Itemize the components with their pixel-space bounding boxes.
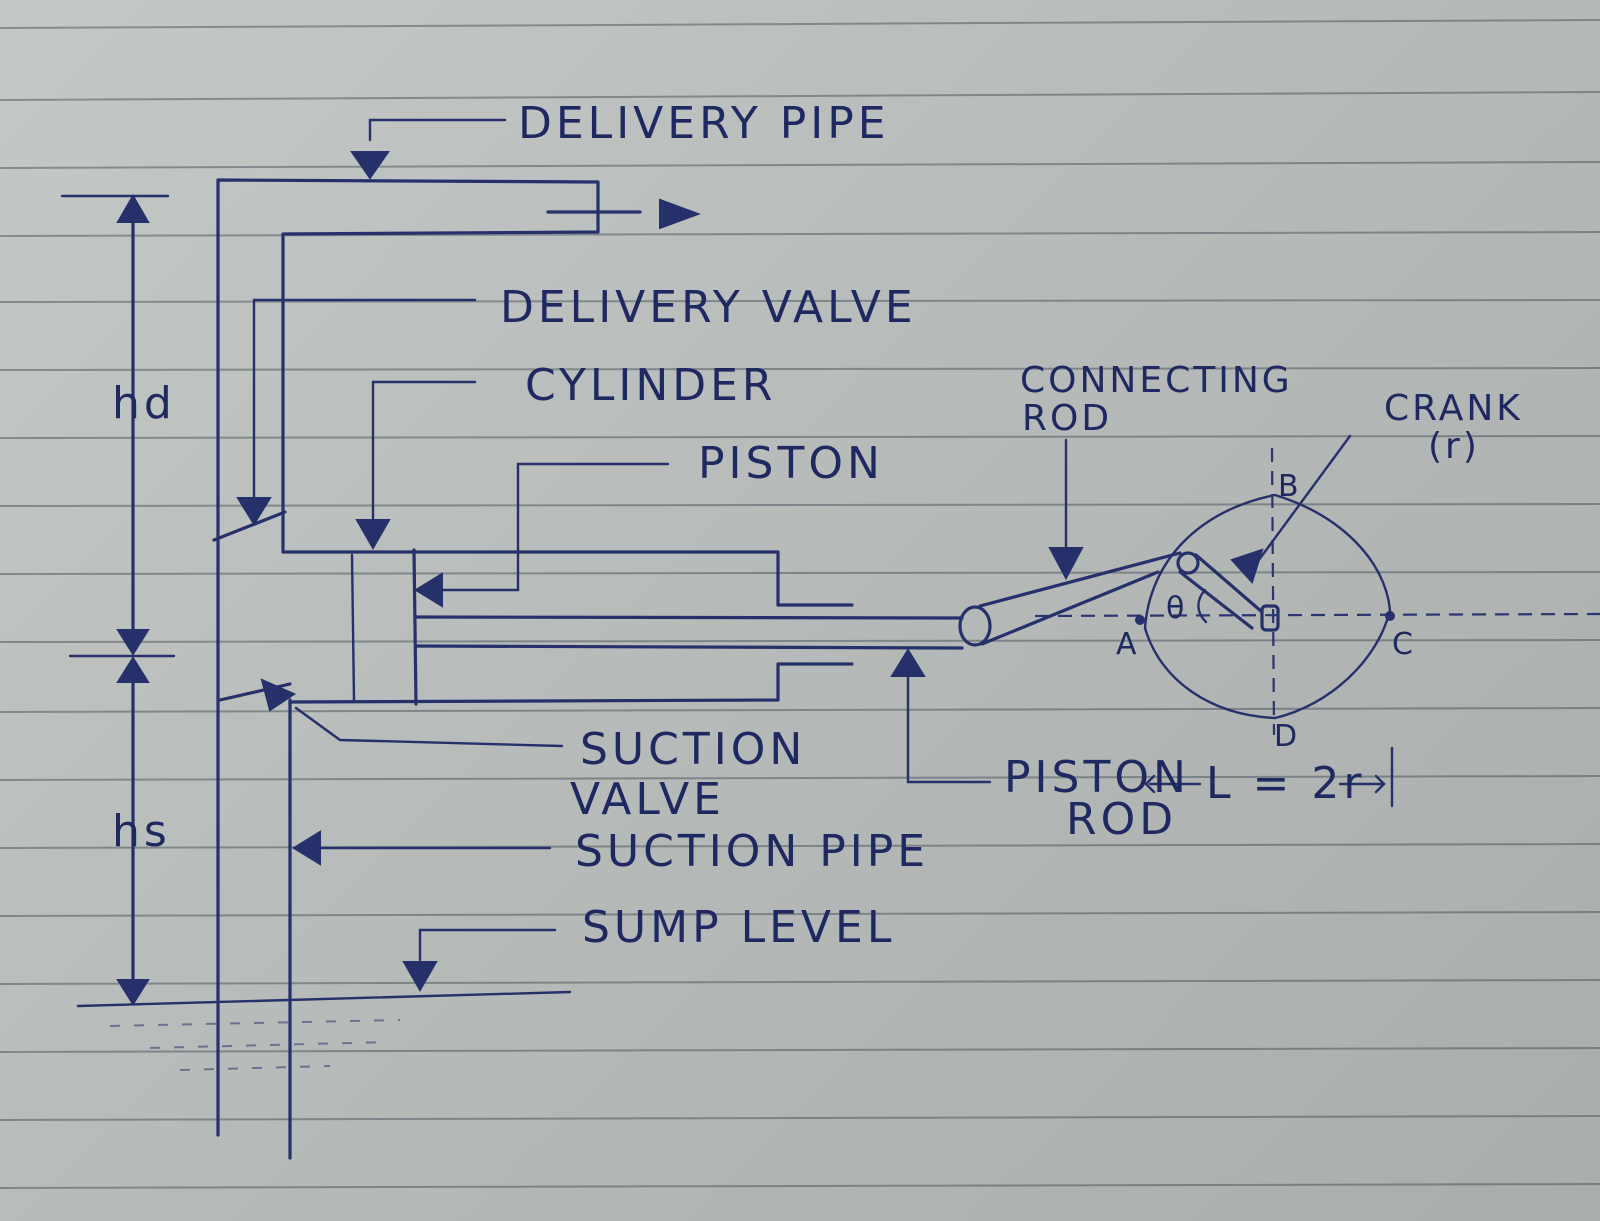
notebook-ruled-lines	[0, 19, 1600, 1189]
hd-dimension	[60, 193, 170, 656]
point-a-label: A	[1116, 627, 1137, 662]
cylinder-leader	[355, 380, 477, 551]
crank-label-line2: (r)	[1428, 426, 1480, 467]
piston-leader	[414, 462, 670, 608]
delivery-pipe-label: DELIVERY PIPE	[518, 98, 890, 149]
connecting-rod-label-line2: ROD	[1022, 398, 1112, 439]
point-b-label: B	[1278, 469, 1299, 504]
delivery-valve-leader	[236, 298, 477, 526]
stroke-dimension	[1144, 746, 1394, 808]
crank	[1178, 553, 1280, 632]
suction-valve-label-line1: SUCTION	[580, 724, 806, 775]
point-c-dot	[1385, 611, 1395, 621]
hd-label: hd	[112, 378, 176, 429]
theta-arc	[1197, 588, 1208, 624]
crank-circle	[1034, 447, 1600, 736]
piston	[412, 548, 418, 706]
sump-level-label: SUMP LEVEL	[582, 902, 895, 953]
connecting-rod	[958, 551, 1200, 647]
stroke-label: L = 2r	[1206, 758, 1365, 809]
theta-label: θ	[1166, 591, 1184, 626]
sump-level-leader	[402, 928, 557, 993]
hs-label: hs	[112, 806, 171, 857]
sump-water	[76, 990, 572, 1071]
piston-rod-label-line2: ROD	[1066, 794, 1177, 845]
point-c-label: C	[1392, 627, 1413, 662]
cylinder	[281, 550, 854, 704]
delivery-pipe-leader	[350, 118, 507, 180]
delivery-pipe	[216, 178, 701, 1137]
point-d-label: D	[1274, 719, 1297, 754]
piston-label: PISTON	[698, 438, 884, 489]
piston-rod	[414, 615, 964, 650]
suction-pipe-label: SUCTION PIPE	[575, 826, 929, 877]
piston-rod-label-line1: PISTON	[1004, 752, 1190, 803]
crank-label-line1: CRANK	[1384, 388, 1523, 429]
suction-pipe-leader	[292, 830, 552, 866]
delivery-valve	[212, 510, 287, 542]
point-a-dot	[1135, 615, 1145, 625]
suction-valve-leader	[260, 678, 564, 748]
suction-valve-label-line2: VALVE	[570, 774, 725, 825]
connecting-rod-label-line1: CONNECTING	[1020, 360, 1293, 401]
cylinder-label: CYLINDER	[525, 360, 776, 411]
hs-dimension	[68, 654, 176, 1006]
connecting-rod-leader	[1048, 438, 1084, 581]
delivery-valve-label: DELIVERY VALVE	[500, 282, 917, 333]
piston-rod-leader	[890, 648, 992, 784]
crank-leader	[1230, 434, 1352, 584]
